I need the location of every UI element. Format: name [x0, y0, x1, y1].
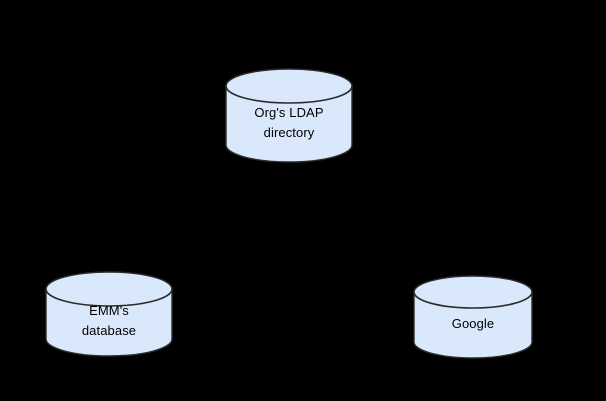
cylinder-top-ellipse-emm	[45, 288, 173, 307]
database-cylinder-google[interactable]: Google	[413, 275, 533, 359]
cylinder-shape-emm	[45, 271, 173, 357]
cylinder-top-ellipse-ldap	[225, 85, 353, 104]
cylinder-body-ldap	[225, 68, 353, 163]
database-cylinder-ldap[interactable]: Org's LDAP directory	[225, 68, 353, 163]
cylinder-body-emm	[45, 271, 173, 357]
cylinder-body-google	[413, 275, 533, 359]
database-cylinder-emm[interactable]: EMM's database	[45, 271, 173, 357]
cylinder-shape-google	[413, 275, 533, 359]
cylinder-top-ellipse-google	[413, 291, 533, 309]
cylinder-shape-ldap	[225, 68, 353, 163]
